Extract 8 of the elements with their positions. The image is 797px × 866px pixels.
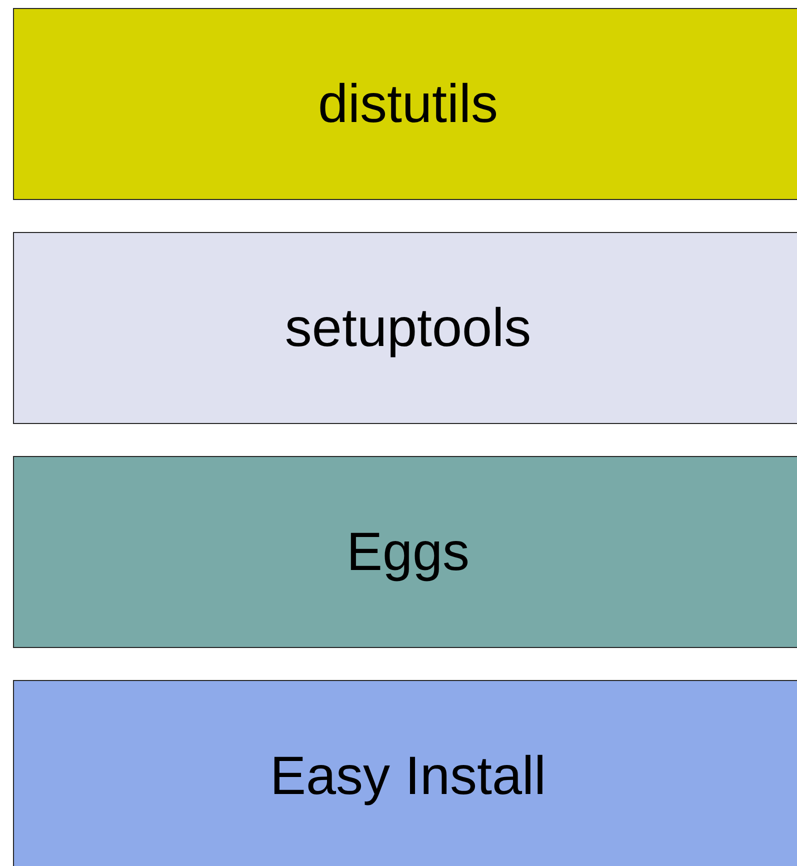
layer-box [13, 680, 797, 866]
layer-label: distutils [318, 73, 498, 135]
layer-label: Easy Install [270, 745, 546, 807]
layer-box [13, 232, 797, 424]
layer-box [13, 456, 797, 648]
layer-box [13, 8, 797, 200]
layer-label: Eggs [346, 521, 470, 583]
layer-label: setuptools [284, 297, 532, 359]
